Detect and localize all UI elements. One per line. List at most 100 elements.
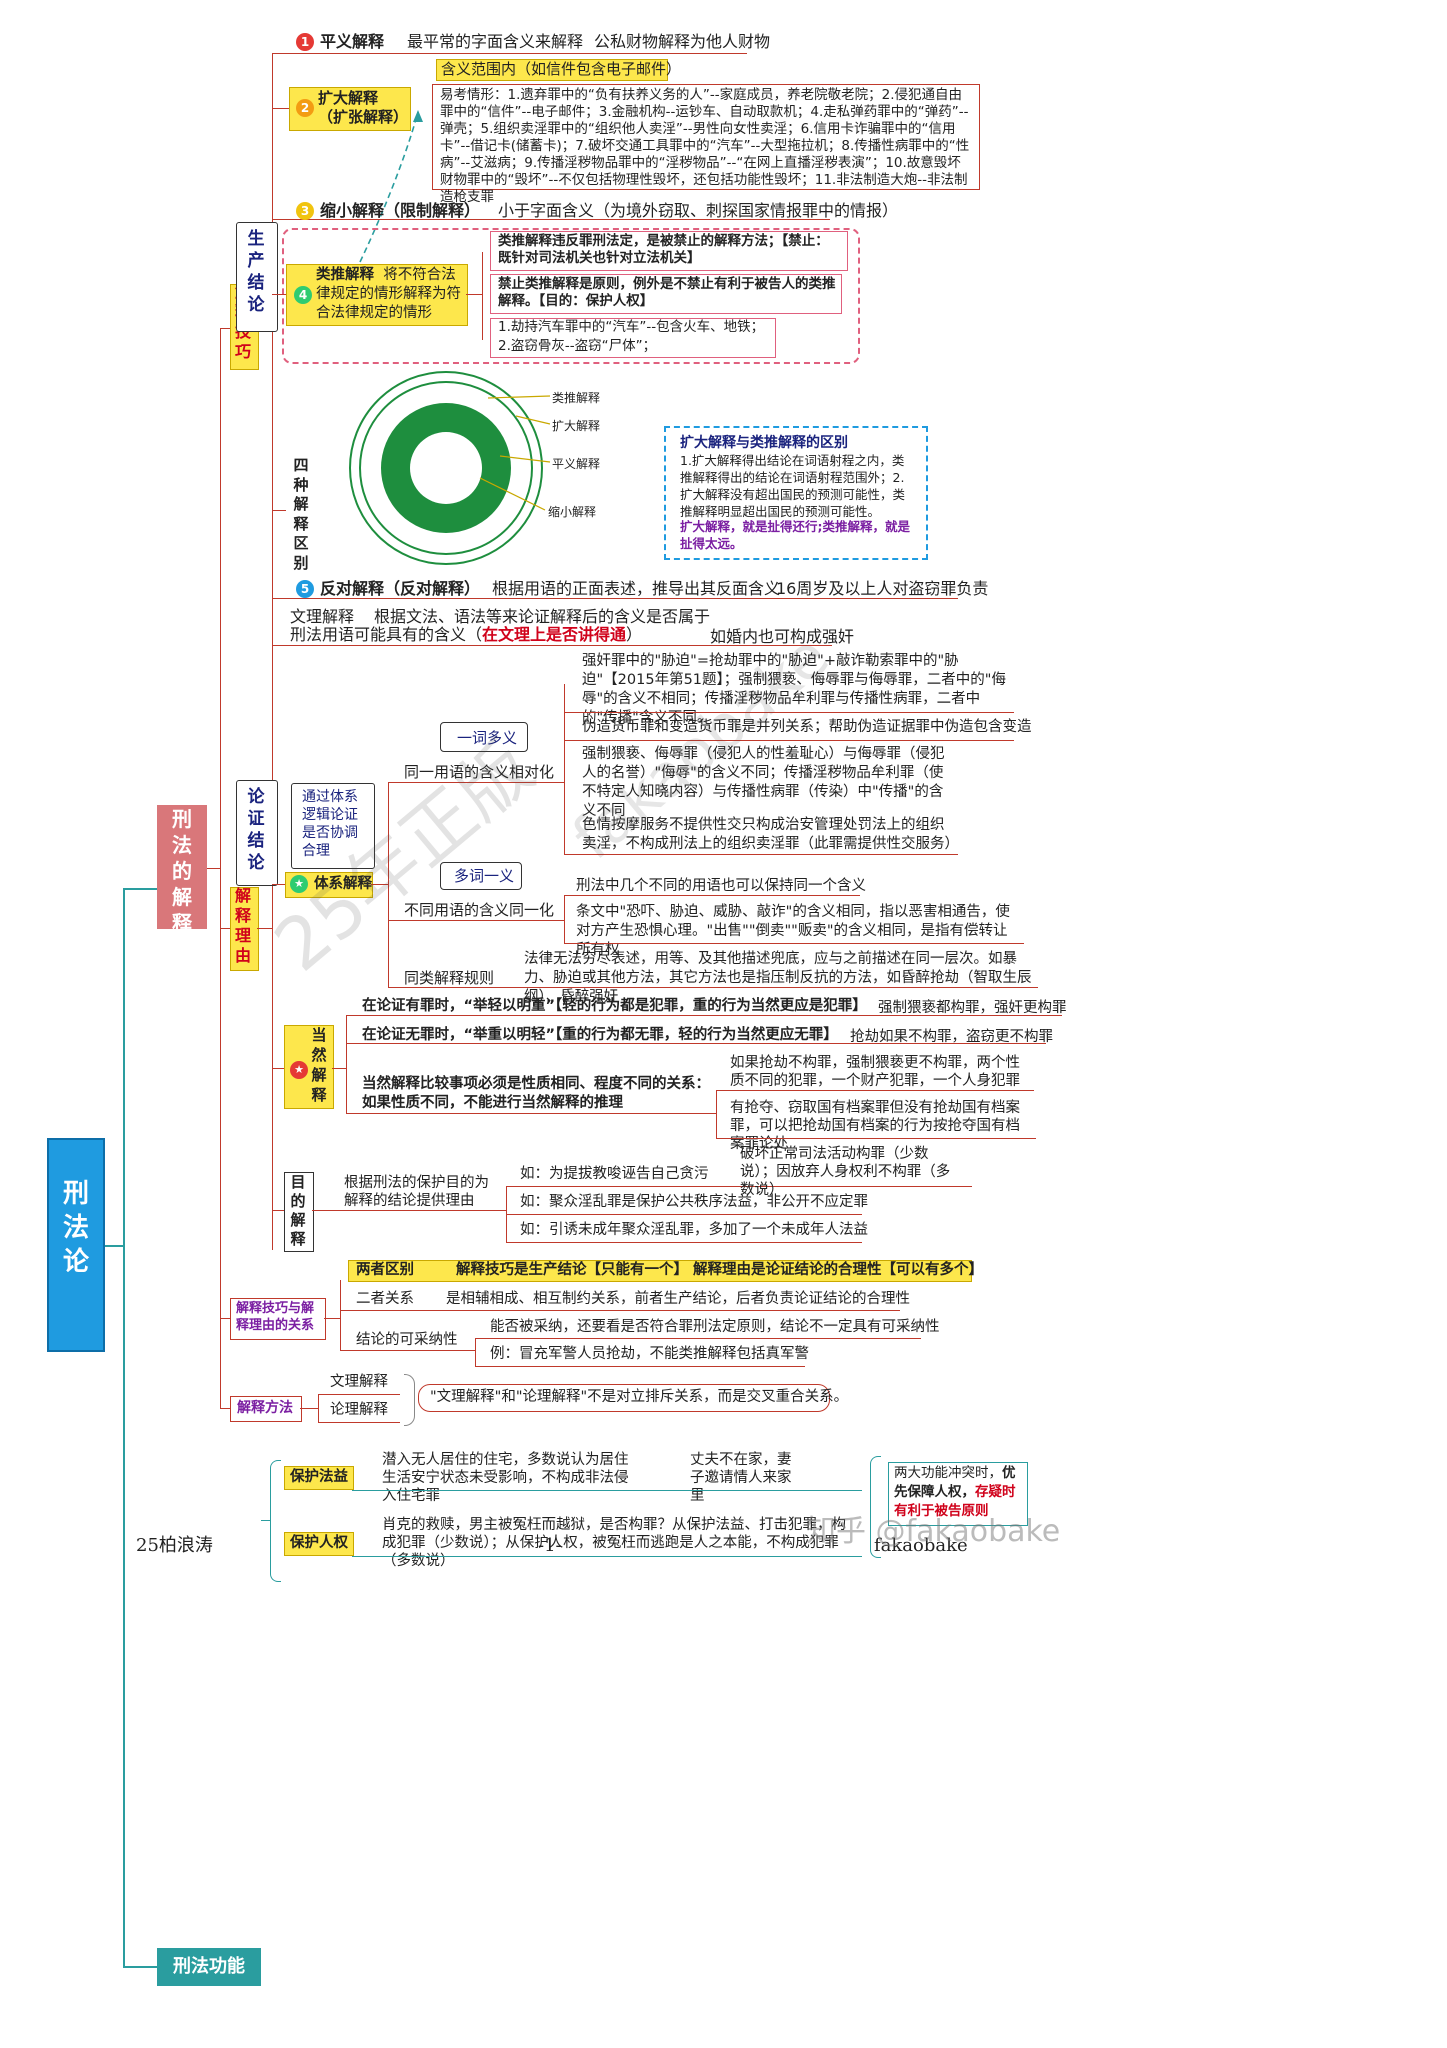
t4-icon: 4	[294, 285, 318, 304]
interp-link	[123, 888, 157, 890]
system-label-wrap: ★体系解释	[290, 874, 372, 895]
conflict-1: 两大功能冲突时，	[894, 1465, 1002, 1481]
t2-cases-box	[432, 84, 980, 190]
t1-line	[272, 53, 747, 54]
relation-diff: 解释技巧是生产结论【只能有一个】 解释理由是论证结论的合理性【可以有多个】	[456, 1262, 984, 1278]
natural-r3ex1: 如果抢劫不构罪，强制猥亵更不构罪，两个性质不同的犯罪，一个财产犯罪，一个人身犯罪	[730, 1055, 1020, 1089]
t1-name-text: 平义解释	[320, 32, 385, 51]
system-out	[371, 884, 389, 885]
natural-r1: 在论证有罪时，“举轻以明重”【轻的行为都是犯罪，重的行为当然更应是犯罪】	[362, 998, 867, 1014]
poly-e2-line	[564, 740, 1014, 741]
p2-line	[352, 1556, 862, 1557]
system-line	[272, 884, 286, 885]
poly-e1: 强奸罪中的"胁迫"=抢劫罪中的"胁迫"+敲诈勒索罪中的"胁迫"【2015年第51…	[582, 653, 1006, 726]
purpose-e1r: 破坏正常司法活动构罪（少数说）；因放弃人身权利不构罪（多数说）	[740, 1146, 951, 1198]
t2-num-icon: 2	[296, 99, 314, 117]
relation-adopt2-line	[475, 1366, 805, 1367]
tech-spine	[272, 53, 273, 791]
natural-r3b: 如果性质不同，不能进行当然解释的推理	[362, 1095, 623, 1111]
func-bracket	[270, 1460, 281, 1582]
t1-example: 公私财物解释为他人财物	[594, 32, 771, 51]
reason-link	[220, 928, 230, 929]
purpose-e1-line	[506, 1186, 972, 1187]
ring-label-3: 缩小解释	[548, 505, 597, 519]
t4-ex-box	[490, 318, 776, 358]
t5-desc: 根据用语的正面表述，推导出其反面含义	[492, 579, 781, 598]
same-desc: 法律无法穷尽表述，用等、及其他描述兜底，应与之前描述在同一层次。如暴力、胁迫或其…	[524, 951, 1032, 1005]
poly-branch: 同一用语的含义相对化	[404, 763, 555, 781]
textual-line	[272, 645, 832, 646]
ring-label-2: 平义解释	[552, 457, 601, 471]
t2-name-text: 扩大解释 （扩张解释）	[318, 89, 409, 126]
natural-r3ex1-line	[716, 1090, 1034, 1091]
mono-branch-line	[388, 920, 564, 921]
relation-adopt1: 能否被采纳，还要看是否符合罪刑法定原则，结论不一定具有可采纳性	[490, 1319, 940, 1335]
t4-name: 类推解释	[316, 267, 374, 283]
t1-desc: 最平常的字面含义来解释	[407, 32, 584, 51]
p2-label: 保护人权	[290, 1535, 348, 1551]
methods-out	[300, 1408, 319, 1409]
relation-adopt-label: 结论的可采纳性	[356, 1332, 458, 1348]
natural-label: 当然解释	[311, 1026, 327, 1104]
t4-desc: 将不符合法律规定的情形解释为符合法律规定的情形	[316, 267, 461, 321]
footer-left: 25柏浪涛	[136, 1535, 213, 1556]
ring-restriction	[410, 432, 482, 504]
argue-label: 论证结论	[247, 787, 265, 873]
relation-diff-box	[348, 1260, 972, 1282]
purpose-e2: 如：聚众淫乱罪是保护公共秩序法益，非公开不应定罪	[520, 1194, 868, 1210]
methods-m2-line	[318, 1422, 400, 1423]
relation-diff-label: 两者区别	[356, 1262, 414, 1278]
t3-name-text: 缩小解释（限制解释）	[320, 201, 481, 220]
system-note: 通过体系逻辑论证是否协调合理	[302, 789, 358, 859]
natural-r3a: 当然解释比较事项必须是性质相同、程度不同的关系：	[362, 1076, 710, 1092]
purpose-e3-line	[506, 1242, 862, 1243]
reason-label: 解释理由	[234, 886, 251, 965]
conflict-2: 优先保障人权，	[894, 1465, 1016, 1500]
poly-e4-line	[564, 854, 958, 855]
relation-link	[220, 1318, 230, 1319]
tech-link	[220, 328, 230, 329]
t4-rule2: 禁止类推解释是原则，例外是不禁止有利于被告人的类推解释。【目的：保护人权】	[498, 276, 836, 309]
ring-analogical	[349, 371, 543, 565]
func-label: 刑法功能	[173, 1956, 245, 1977]
t4-dashed-frame	[282, 228, 860, 364]
mono-spine	[564, 895, 565, 943]
poly-label: 一词多义	[457, 729, 518, 747]
root-label: 刑法论	[62, 1179, 89, 1277]
relation-rel-line	[340, 1310, 900, 1311]
poly-e2: 伪造货币罪和变造货币罪是并列关系；帮助伪造证据罪中伪造包含变造	[582, 719, 1032, 735]
textual-desc1: 根据文法、语法等来论证解释后的含义是否属于	[374, 607, 711, 626]
diff-title: 扩大解释与类推解释的区别	[680, 435, 848, 451]
t4-sub-link	[466, 294, 482, 295]
relation-adopt-line	[340, 1350, 475, 1351]
natural-r2-line	[346, 1043, 1046, 1044]
produce-callout	[236, 222, 278, 332]
textual-example: 如婚内也可构成强奸	[710, 627, 855, 646]
mono-e1: 刑法中几个不同的用语也可以保持同一个含义	[576, 878, 866, 894]
purpose-line	[272, 1210, 284, 1211]
natural-r1-line	[346, 1015, 1062, 1016]
system-label: 体系解释	[314, 876, 372, 892]
methods-desc: "文理解释"和"论理解释"不是对立排斥关系，而是交叉重合关系。	[430, 1389, 849, 1405]
root-link	[105, 1245, 125, 1247]
reason-out	[257, 928, 273, 929]
purpose-e2-line	[506, 1214, 862, 1215]
natural-r3ex2-line	[716, 1138, 1036, 1139]
natural-out	[332, 1068, 347, 1069]
natural-spine	[346, 1015, 347, 1113]
natural-r3-line	[346, 1113, 716, 1114]
p1-desc: 潜入无人居住的住宅，多数说认为居住生活安宁状态未受影响，不构成非法侵入住宅罪	[382, 1452, 629, 1504]
func-node: 刑法功能	[157, 1948, 261, 1986]
methods-link	[220, 1408, 230, 1409]
t4-rule2-box	[490, 274, 842, 314]
methods-label: 解释方法	[237, 1400, 293, 1416]
relation-spine	[340, 1280, 341, 1350]
purpose-desc: 根据刑法的保护目的为解释的结论提供理由	[344, 1175, 489, 1209]
four-rings-diagram	[349, 371, 551, 565]
t5-name-text: 反对解释（反对解释）	[320, 579, 481, 598]
reason-node	[230, 887, 259, 971]
